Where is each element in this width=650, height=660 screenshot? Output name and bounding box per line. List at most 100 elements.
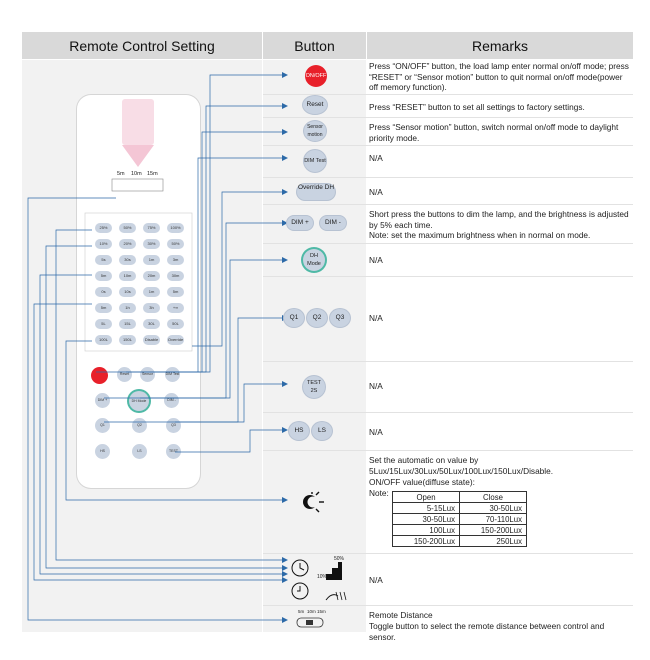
- remote-grid-button[interactable]: 5s: [95, 255, 112, 265]
- remote-grid-button[interactable]: 50%: [119, 223, 136, 233]
- dim-plus-button[interactable]: DIM +: [287, 216, 313, 230]
- lux-cell: 30-50Lux: [459, 502, 527, 514]
- row-separator: [263, 145, 633, 146]
- q3-button[interactable]: Q3: [330, 309, 350, 327]
- remote-sensor-button[interactable]: Sensor: [140, 367, 155, 382]
- remote-control: 5m 10m 15m 25% 50% 75% 100% 10% 20% 30% 50% 5s 30…: [77, 95, 200, 488]
- remote-grid-button[interactable]: 1m: [143, 287, 160, 297]
- ls-button[interactable]: LS: [312, 422, 332, 440]
- remote-dim-minus-button[interactable]: DIM -: [164, 393, 179, 408]
- daylight-sensor-icon: [303, 491, 324, 513]
- hs-button[interactable]: HS: [289, 422, 309, 440]
- remote-grid-button[interactable]: +∞: [167, 303, 184, 313]
- remote-grid-button[interactable]: 10%: [95, 239, 112, 249]
- onoff-button[interactable]: ON/OFF: [305, 65, 327, 87]
- remote-onoff-button[interactable]: [91, 367, 108, 384]
- distance-label-5m: 5m: [117, 171, 125, 177]
- remote-dim-plus-button[interactable]: DIM +: [95, 393, 110, 408]
- lux-cell: 70-110Lux: [459, 513, 527, 525]
- lux-cell: 100Lux: [392, 524, 460, 536]
- remote-grid-button[interactable]: 150L: [119, 335, 136, 345]
- remote-grid-button[interactable]: 10m: [119, 271, 136, 281]
- dist-10m-label: 10m: [307, 609, 316, 614]
- q1-button[interactable]: Q1: [284, 309, 304, 327]
- row-separator: [263, 553, 633, 554]
- remote-grid-button[interactable]: 30m: [167, 271, 184, 281]
- remote-test-button[interactable]: TEST: [166, 444, 181, 459]
- remote-grid-button[interactable]: 75%: [143, 223, 160, 233]
- remote-grid-button[interactable]: 20%: [119, 239, 136, 249]
- remote-grid-button[interactable]: 20m: [143, 271, 160, 281]
- remark-icons: N/A: [369, 575, 383, 585]
- remote-hs-button[interactable]: HS: [95, 444, 110, 459]
- remote-grid-button[interactable]: 30L: [143, 319, 160, 329]
- remote-grid-button[interactable]: 3h: [143, 303, 160, 313]
- remote-grid-button[interactable]: 100%: [167, 223, 184, 233]
- lux-header-open: Open: [392, 491, 460, 503]
- remote-grid-button[interactable]: 50%: [167, 239, 184, 249]
- remark-sensor: Press “Sensor motion” button, switch nor…: [369, 122, 619, 143]
- remote-grid-button[interactable]: 100L: [95, 335, 112, 345]
- distance-label-15m: 15m: [147, 171, 158, 177]
- reset-button[interactable]: Reset: [303, 96, 327, 114]
- remote-ls-button[interactable]: LS: [132, 444, 147, 459]
- remote-dim-test-button[interactable]: DIM Test: [165, 367, 180, 382]
- lux-cell: 250Lux: [459, 535, 527, 547]
- row-separator: [263, 450, 633, 451]
- distance-label-10m: 10m: [131, 171, 142, 177]
- label-50pct: 50%: [334, 556, 345, 562]
- remote-grid-button[interactable]: 1m: [143, 255, 160, 265]
- remote-grid-button[interactable]: 1h: [119, 303, 136, 313]
- remote-grid-button[interactable]: 5m: [167, 287, 184, 297]
- lux-cell: 150-200Lux: [459, 524, 527, 536]
- remark-onoff: Press “ON/OFF” button, the load lamp ent…: [369, 61, 629, 92]
- remark-daylight: Set the automatic on value by 5Lux/15Lux…: [369, 455, 554, 476]
- remote-grid-button[interactable]: 0s: [95, 287, 112, 297]
- dim-test-button[interactable]: DIM Test: [304, 150, 326, 172]
- row-separator: [263, 605, 633, 606]
- distance-switch-icon: [296, 617, 324, 628]
- remote-reset-button[interactable]: Reset: [117, 367, 132, 382]
- remote-grid-button[interactable]: 5m: [95, 303, 112, 313]
- row-separator: [263, 204, 633, 205]
- header-remarks: Remarks: [367, 32, 633, 59]
- remote-grid-button[interactable]: 25%: [95, 223, 112, 233]
- lux-cell: 5-15Lux: [392, 502, 460, 514]
- lux-cell: 30-50Lux: [392, 513, 460, 525]
- remark-test: N/A: [369, 381, 383, 391]
- remote-dh-mode-button[interactable]: DH Mode: [129, 391, 149, 411]
- remote-grid-button[interactable]: 50L: [167, 319, 184, 329]
- header-button: Button: [263, 32, 366, 59]
- remote-grid-button[interactable]: 5m: [95, 271, 112, 281]
- row-separator: [263, 243, 633, 244]
- table-row: 150-200Lux 250Lux: [392, 535, 527, 547]
- lux-header-close: Close: [459, 491, 527, 503]
- remote-grid-button[interactable]: 5L: [95, 319, 112, 329]
- lux-table: Open Close 5-15Lux 30-50Lux 30-50Lux 70-…: [392, 491, 527, 547]
- remark-dim-note: Note: set the maximum brightness when in…: [369, 230, 591, 240]
- remark-reset: Press “RESET” button to set all settings…: [369, 102, 585, 112]
- dist-15m-label: 15m: [317, 609, 326, 614]
- remark-dim-test: N/A: [369, 153, 383, 163]
- remote-grid-button[interactable]: 15L: [119, 319, 136, 329]
- remark-distance: Toggle button to select the remote dista…: [369, 621, 605, 642]
- table-row: 30-50Lux 70-110Lux: [392, 513, 527, 525]
- table-row: 100Lux 150-200Lux: [392, 524, 527, 536]
- override-dh-button[interactable]: Override DH: [297, 184, 335, 200]
- dh-mode-button[interactable]: DH Mode: [303, 249, 325, 271]
- dim-minus-button[interactable]: DIM -: [320, 216, 346, 230]
- sensor-motion-button[interactable]: Sensor motion: [304, 121, 326, 141]
- q2-button[interactable]: Q2: [307, 309, 327, 327]
- remote-grid-button[interactable]: 30%: [143, 239, 160, 249]
- test-button[interactable]: TEST 2S: [303, 376, 325, 398]
- remote-grid-button[interactable]: 10s: [119, 287, 136, 297]
- row-separator: [263, 276, 633, 277]
- remote-grid-button[interactable]: Disable: [143, 335, 160, 345]
- remote-grid-button[interactable]: 3m: [167, 255, 184, 265]
- remark-note: Note:: [369, 488, 389, 498]
- remote-grid-button[interactable]: Override: [167, 335, 184, 345]
- remote-grid-button[interactable]: 30s: [119, 255, 136, 265]
- remark-q: N/A: [369, 313, 383, 323]
- row-separator: [263, 412, 633, 413]
